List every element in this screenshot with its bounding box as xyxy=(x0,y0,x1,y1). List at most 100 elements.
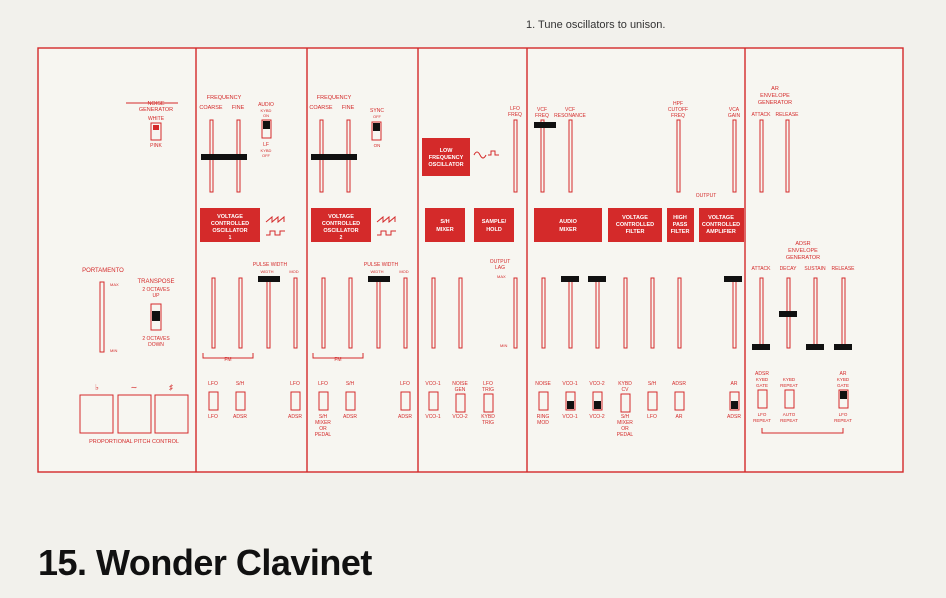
svg-text:LFO: LFO xyxy=(208,381,218,387)
sh-switch-2[interactable] xyxy=(455,393,466,413)
vcf-resonance-slider[interactable] xyxy=(568,119,573,193)
svg-text:GENERATOR: GENERATOR xyxy=(758,100,792,106)
svg-text:VOLTAGE: VOLTAGE xyxy=(328,214,354,220)
vcf-switch-kybd[interactable] xyxy=(620,393,631,413)
vco1-mod-switch-1[interactable] xyxy=(208,391,219,411)
panel-frame xyxy=(37,47,904,473)
audio-section: VCF FREQ VCF RESONANCE HPF CUTOFF FREQ V… xyxy=(534,101,744,438)
noise-switch[interactable] xyxy=(150,122,162,141)
vco2-sync-switch[interactable] xyxy=(371,121,382,141)
sh-switch-1[interactable] xyxy=(428,391,439,411)
vco1-mod-slider[interactable] xyxy=(293,277,298,349)
portamento: PORTAMENTO MAX MIN xyxy=(82,268,124,353)
svg-text:MOD: MOD xyxy=(537,420,549,426)
svg-text:VCO-2: VCO-2 xyxy=(589,414,605,420)
svg-text:ADSR: ADSR xyxy=(795,241,810,247)
svg-text:OUTPUT: OUTPUT xyxy=(490,259,511,265)
vco1-audio-switch[interactable] xyxy=(261,119,272,139)
svg-text:FREQUENCY: FREQUENCY xyxy=(317,95,352,101)
pitch-pad-sharp[interactable] xyxy=(154,394,189,434)
vco2-mod-switch-3[interactable] xyxy=(400,391,411,411)
vco1-mod-switch-2[interactable] xyxy=(235,391,246,411)
svg-text:ADSR: ADSR xyxy=(755,371,769,377)
svg-text:AUTO: AUTO xyxy=(783,412,796,417)
vco1-slider-2[interactable] xyxy=(238,277,243,349)
svg-text:GENERATOR: GENERATOR xyxy=(786,255,820,261)
vcf-freq-slider[interactable] xyxy=(540,119,545,193)
pitch-pad-flat[interactable] xyxy=(79,394,114,434)
vco2-slider-2[interactable] xyxy=(348,277,353,349)
svg-text:OR: OR xyxy=(621,426,629,432)
instruction-text: 1. Tune oscillators to unison. xyxy=(526,19,666,31)
vcf-adsr-slider[interactable] xyxy=(677,277,682,349)
vcf-sh-slider[interactable] xyxy=(650,277,655,349)
vcf-switch-sh[interactable] xyxy=(647,391,658,411)
vca-switch[interactable] xyxy=(729,391,740,411)
svg-text:VCO-2: VCO-2 xyxy=(589,381,605,387)
svg-text:RING: RING xyxy=(537,414,550,420)
lfo-freq-slider[interactable] xyxy=(513,119,518,193)
vco1-slider-1[interactable] xyxy=(211,277,216,349)
svg-text:AR: AR xyxy=(731,381,738,387)
audio-switch-vco2[interactable] xyxy=(592,391,603,411)
vco2-mod-switch-2[interactable] xyxy=(345,391,356,411)
repeat-switch[interactable] xyxy=(784,389,795,409)
pitch-pad-center[interactable] xyxy=(117,394,152,434)
hpf-cutoff-slider[interactable] xyxy=(676,119,681,193)
svg-text:RELEASE: RELEASE xyxy=(775,112,799,118)
adsr-gate-switch[interactable] xyxy=(757,389,768,409)
svg-text:KYBD: KYBD xyxy=(837,377,850,382)
svg-text:KYBD: KYBD xyxy=(756,377,769,382)
vcf-switch-adsr[interactable] xyxy=(674,391,685,411)
sh-vco1-slider[interactable] xyxy=(431,277,436,349)
ar-gate-switch[interactable] xyxy=(838,389,849,409)
page-title: 15. Wonder Clavinet xyxy=(38,542,372,583)
svg-text:DOWN: DOWN xyxy=(148,342,164,348)
svg-text:RELEASE: RELEASE xyxy=(831,266,855,272)
vco1-mod-switch-3[interactable] xyxy=(290,391,301,411)
svg-text:REPEAT: REPEAT xyxy=(834,418,852,423)
svg-text:CONTROLLED: CONTROLLED xyxy=(322,221,360,227)
svg-text:FREQ: FREQ xyxy=(508,112,522,118)
svg-text:WIDTH: WIDTH xyxy=(260,269,273,274)
envelope-section: AR ENVELOPE GENERATOR ATTACK RELEASE ADS… xyxy=(752,86,855,434)
vco2-slider-1[interactable] xyxy=(321,277,326,349)
svg-text:LFO: LFO xyxy=(510,106,520,112)
svg-text:AUDIO: AUDIO xyxy=(559,219,577,225)
svg-text:CUTOFF: CUTOFF xyxy=(668,107,688,113)
svg-text:SAMPLE/: SAMPLE/ xyxy=(482,219,507,225)
svg-text:PULSE WIDTH: PULSE WIDTH xyxy=(253,262,288,268)
vcf-kybd-slider[interactable] xyxy=(623,277,628,349)
audio-noise-slider[interactable] xyxy=(541,277,546,349)
svg-text:MIXER: MIXER xyxy=(617,420,633,426)
svg-text:VOLTAGE: VOLTAGE xyxy=(622,215,648,221)
sh-switch-3[interactable] xyxy=(483,393,494,413)
vca-gain-slider[interactable] xyxy=(732,119,737,193)
svg-text:VCO-2: VCO-2 xyxy=(452,414,468,420)
audio-switch-vco1[interactable] xyxy=(565,391,576,411)
svg-text:AR: AR xyxy=(771,86,779,92)
audio-switch-noise[interactable] xyxy=(538,391,549,411)
svg-text:PEDAL: PEDAL xyxy=(315,432,332,438)
svg-text:LFO: LFO xyxy=(483,381,493,387)
svg-text:ADSR: ADSR xyxy=(727,414,741,420)
vco2-mod-slider[interactable] xyxy=(403,277,408,349)
sh-noise-slider[interactable] xyxy=(458,277,463,349)
svg-text:LFO: LFO xyxy=(400,381,410,387)
svg-text:ADSR: ADSR xyxy=(288,414,302,420)
sh-lag-slider[interactable] xyxy=(513,277,518,349)
transpose-switch[interactable] xyxy=(150,303,162,331)
ar-attack-slider[interactable] xyxy=(759,119,764,193)
svg-text:LFO: LFO xyxy=(647,414,657,420)
vco2-mod-switch-1[interactable] xyxy=(318,391,329,411)
svg-text:FREQUENCY: FREQUENCY xyxy=(207,95,242,101)
portamento-slider[interactable] xyxy=(99,281,105,353)
svg-text:PASS: PASS xyxy=(673,222,688,228)
ar-release-slider[interactable] xyxy=(785,119,790,193)
svg-text:MAX: MAX xyxy=(497,274,506,279)
svg-text:FILTER: FILTER xyxy=(671,229,690,235)
svg-text:FM: FM xyxy=(224,357,231,363)
svg-text:VCO-1: VCO-1 xyxy=(425,381,441,387)
sample-hold-section: LOW FREQUENCY OSCILLATOR LFO FREQ S/H MI… xyxy=(422,106,522,426)
